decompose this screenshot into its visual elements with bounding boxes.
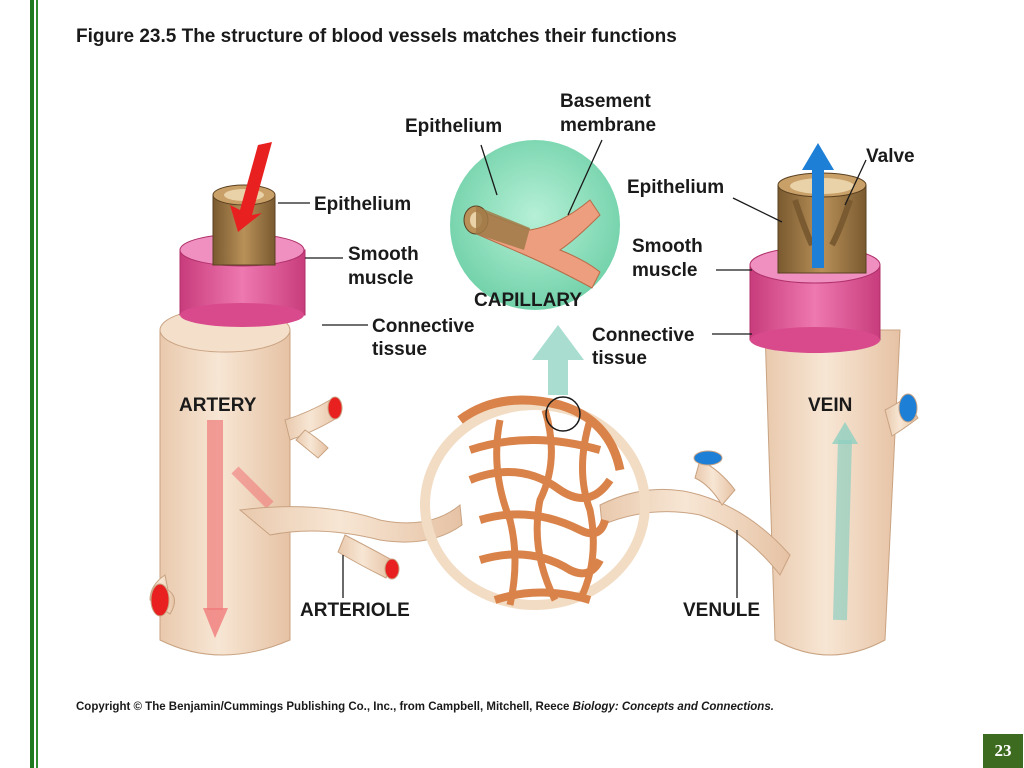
label-vein-muscle: muscle <box>632 260 697 281</box>
copyright-text: Copyright © The Benjamin/Cummings Publis… <box>76 701 573 713</box>
label-membrane: membrane <box>560 115 656 136</box>
copyright-book-title: Biology: Concepts and Connections. <box>572 701 774 713</box>
arteriole-vessel <box>238 504 463 543</box>
label-artery-epithelium: Epithelium <box>314 194 411 215</box>
label-capillary-epithelium: Epithelium <box>405 116 502 137</box>
label-vein-connective: Connective <box>592 325 694 346</box>
label-basement: Basement <box>560 91 651 112</box>
vein-vessel <box>764 329 919 656</box>
capillary-bed <box>420 395 650 610</box>
capillary-zoom-circle <box>545 396 581 432</box>
page-number-badge: 23 <box>983 734 1023 768</box>
label-vein: VEIN <box>808 395 852 416</box>
label-vein-smooth: Smooth <box>632 236 703 257</box>
label-capillary: CAPILLARY <box>474 290 582 311</box>
left-border-rule-inner <box>36 0 38 768</box>
copyright-line: Copyright © The Benjamin/Cummings Publis… <box>76 701 774 713</box>
oxygenated-flow-arrow <box>230 142 272 232</box>
label-arteriole: ARTERIOLE <box>300 600 410 621</box>
label-valve: Valve <box>866 146 915 167</box>
label-artery-muscle: muscle <box>348 268 413 289</box>
figure-title: Figure 23.5 The structure of blood vesse… <box>76 26 677 47</box>
label-vein-tissue: tissue <box>592 348 647 369</box>
deoxygenated-flow-arrow <box>802 143 834 268</box>
label-venule: VENULE <box>683 600 760 621</box>
label-vein-epithelium: Epithelium <box>627 177 724 198</box>
capillary-inset-vessel <box>463 199 601 289</box>
label-artery-tissue: tissue <box>372 339 427 360</box>
vein-valve <box>792 199 853 247</box>
leader-lines <box>278 139 867 598</box>
zoom-up-arrow <box>532 325 584 395</box>
left-border-rule <box>30 0 34 768</box>
label-artery-connective: Connective <box>372 316 474 337</box>
label-artery-smooth: Smooth <box>348 244 419 265</box>
label-artery: ARTERY <box>179 395 257 416</box>
